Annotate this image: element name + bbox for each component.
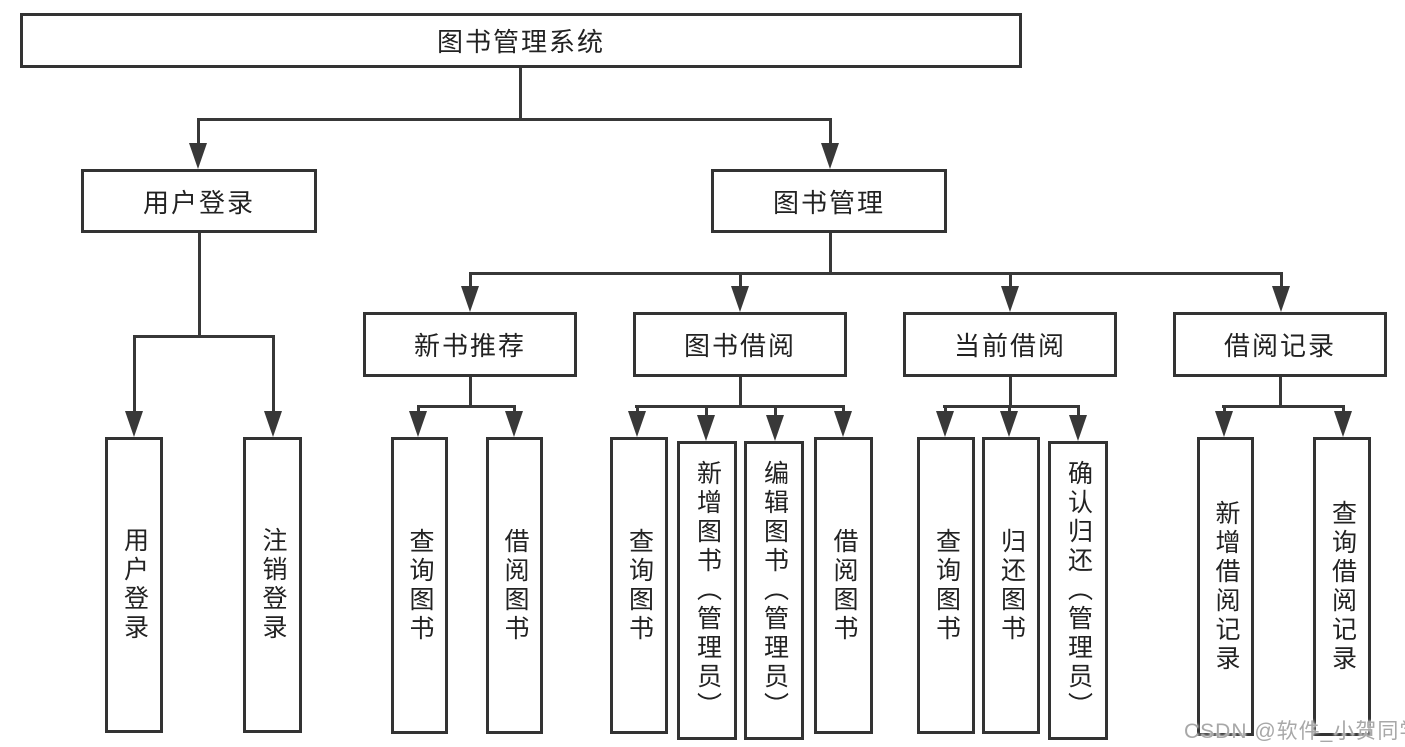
- connector-leaf-drop: [1008, 405, 1011, 415]
- connector-new-book-rail: [417, 405, 516, 408]
- connector-borrow-record-drop: [1280, 272, 1283, 290]
- arrowhead-leaf-return-books: [1000, 411, 1018, 437]
- connector-book-borrow-stem: [739, 377, 742, 408]
- arrowhead-borrow-record: [1272, 286, 1290, 312]
- connector-root-rail: [197, 118, 831, 121]
- arrowhead-book-borrow: [731, 286, 749, 312]
- arrowhead-leaf-search-books-2: [628, 411, 646, 437]
- arrowhead-leaf-user-login: [125, 411, 143, 437]
- arrowhead-leaf-search-books-1: [409, 411, 427, 437]
- connector-user-login-rail: [133, 335, 274, 338]
- arrowhead-current-borrow: [1001, 286, 1019, 312]
- arrowhead-book-management: [821, 143, 839, 169]
- arrowhead-leaf-logout: [264, 411, 282, 437]
- csdn-watermark: CSDN @软件_小贺同学: [1184, 720, 1405, 743]
- arrowhead-leaf-add-borrow-record: [1215, 411, 1233, 437]
- connector-leaf-drop: [513, 405, 516, 415]
- arrowhead-new-book: [461, 286, 479, 312]
- leaf-search-books-2: 查询图书: [610, 437, 668, 734]
- connector-leaf-user-login-drop: [133, 335, 136, 415]
- connector-user-login-drop: [197, 118, 200, 148]
- connector-leaf-drop: [1223, 405, 1226, 415]
- leaf-return-books: 归还图书: [982, 437, 1040, 734]
- connector-borrow-record-rail: [1222, 405, 1344, 408]
- connector-leaf-drop: [1077, 405, 1080, 418]
- connector-current-borrow-rail: [943, 405, 1079, 408]
- node-book-borrowing: 图书借阅: [633, 312, 847, 377]
- leaf-search-books-1: 查询图书: [391, 437, 448, 734]
- leaf-borrow-books-2: 借阅图书: [814, 437, 873, 734]
- arrowhead-leaf-confirm-return-admin: [1069, 415, 1087, 441]
- leaf-borrow-books-1: 借阅图书: [486, 437, 543, 734]
- connector-leaf-drop: [774, 405, 777, 418]
- connector-leaf-drop: [842, 405, 845, 415]
- leaf-edit-books-admin: 编辑图书（管理员）: [744, 441, 804, 740]
- connector-current-borrow-drop: [1009, 272, 1012, 290]
- connector-book-management-drop: [829, 118, 832, 148]
- arrowhead-leaf-search-books-3: [936, 411, 954, 437]
- connector-borrow-record-stem: [1279, 377, 1282, 408]
- node-library-management-system: 图书管理系统: [20, 13, 1022, 68]
- node-current-borrowing: 当前借阅: [903, 312, 1117, 377]
- arrowhead-leaf-add-books-admin: [697, 415, 715, 441]
- arrowhead-leaf-edit-books-admin: [766, 415, 784, 441]
- connector-book-borrow-rail: [635, 405, 844, 408]
- leaf-search-books-3: 查询图书: [917, 437, 975, 734]
- connector-leaf-logout-drop: [272, 335, 275, 415]
- connector-leaf-drop: [705, 405, 708, 418]
- connector-leaf-drop: [417, 405, 420, 415]
- leaf-search-borrow-record: 查询借阅记录: [1313, 437, 1371, 736]
- arrowhead-user-login: [189, 143, 207, 169]
- connector-book-borrow-drop: [739, 272, 742, 290]
- leaf-confirm-return-admin: 确认归还（管理员）: [1048, 441, 1108, 740]
- leaf-user-login: 用户登录: [105, 437, 163, 733]
- connector-new-book-stem: [469, 377, 472, 408]
- connector-new-book-drop: [469, 272, 472, 290]
- node-borrowing-records: 借阅记录: [1173, 312, 1387, 377]
- connector-leaf-drop: [944, 405, 947, 415]
- arrowhead-leaf-borrow-books-2: [834, 411, 852, 437]
- connector-leaf-drop: [636, 405, 639, 415]
- leaf-add-books-admin: 新增图书（管理员）: [677, 441, 737, 740]
- connector-book-management-rail: [469, 272, 1282, 275]
- node-book-management: 图书管理: [711, 169, 947, 233]
- node-user-login: 用户登录: [81, 169, 317, 233]
- leaf-logout: 注销登录: [243, 437, 302, 733]
- arrowhead-leaf-search-borrow-record: [1334, 411, 1352, 437]
- connector-root-stem: [519, 68, 522, 121]
- arrowhead-leaf-borrow-books-1: [505, 411, 523, 437]
- leaf-add-borrow-record: 新增借阅记录: [1197, 437, 1254, 736]
- connector-user-login-stem: [198, 233, 201, 337]
- connector-leaf-drop: [1342, 405, 1345, 415]
- connector-current-borrow-stem: [1009, 377, 1012, 408]
- node-new-book-recommendation: 新书推荐: [363, 312, 577, 377]
- connector-book-management-stem: [829, 233, 832, 274]
